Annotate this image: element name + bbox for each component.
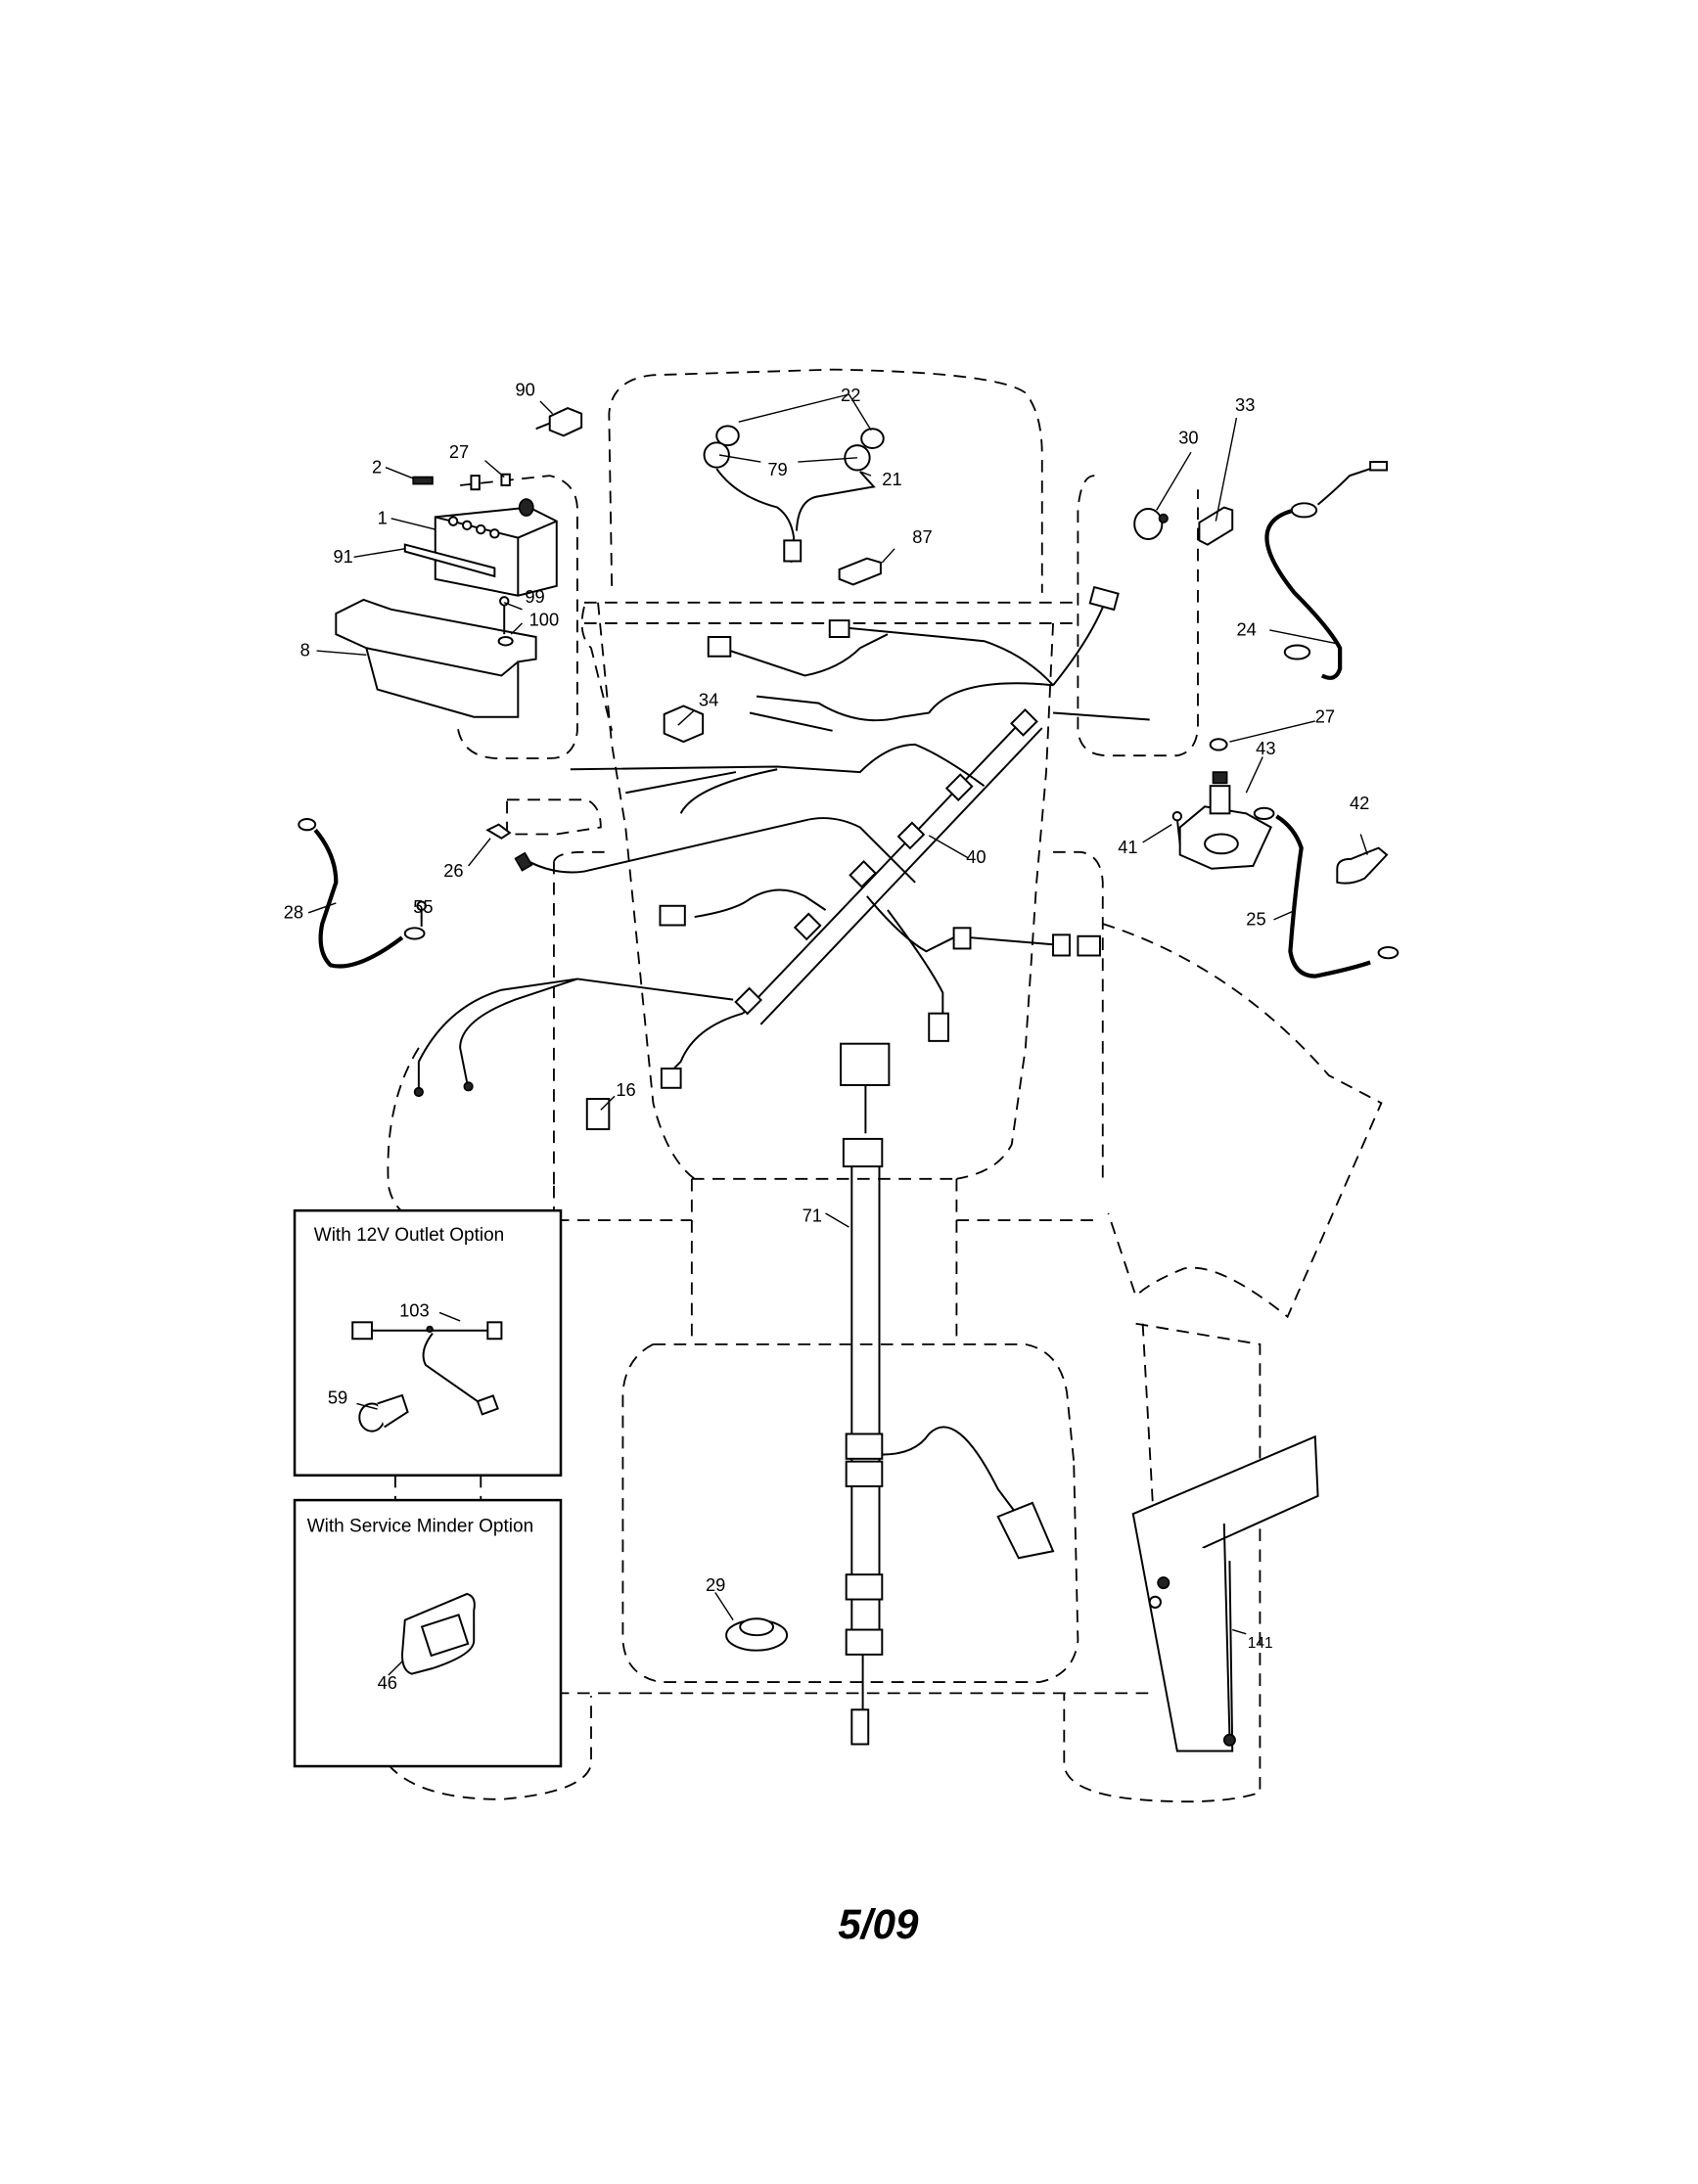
callout-labels: 2 27 1 91 99 100 8 90 22 79 21 87 30 33 … — [284, 379, 1370, 1693]
callout-16: 16 — [616, 1079, 635, 1100]
cable-25 — [1275, 814, 1371, 978]
callout-8: 8 — [300, 640, 310, 660]
callout-55: 55 — [413, 896, 433, 917]
callout-1: 1 — [378, 507, 388, 527]
callout-90: 90 — [516, 379, 535, 399]
callout-91: 91 — [334, 546, 353, 567]
callout-28: 28 — [284, 901, 303, 922]
leader-lines — [307, 393, 1368, 1676]
revision-date: 5/09 — [838, 1901, 919, 1947]
boot-42 — [1336, 846, 1389, 885]
main-harness-40 — [413, 585, 1150, 1131]
callout-42: 42 — [1350, 793, 1369, 813]
headlight-harness — [703, 425, 885, 586]
callout-59: 59 — [328, 1387, 347, 1407]
callout-25: 25 — [1246, 909, 1265, 930]
option-box-title: With Service Minder Option — [307, 1517, 533, 1537]
option-box-12v-outlet: With 12V Outlet Option — [293, 1208, 563, 1477]
option-box-service-minder: With Service Minder Option — [293, 1498, 563, 1768]
solenoid-group — [1171, 738, 1400, 978]
callout-26: 26 — [443, 860, 463, 881]
callout-29: 29 — [706, 1574, 725, 1595]
callout-2: 2 — [372, 456, 382, 477]
callout-141: 141 — [1248, 1635, 1273, 1652]
part-141-group — [1131, 1434, 1319, 1752]
fuse-holder-90 — [548, 407, 583, 437]
callout-79: 79 — [767, 459, 787, 479]
callout-21: 21 — [882, 469, 901, 489]
callout-27: 27 — [449, 441, 469, 462]
bolt-41 — [1175, 818, 1181, 844]
callout-40: 40 — [966, 846, 986, 867]
callout-41: 41 — [1118, 837, 1137, 857]
callout-71: 71 — [803, 1205, 822, 1225]
callout-87: 87 — [912, 526, 932, 547]
callout-100: 100 — [529, 610, 560, 630]
ignition-group — [1133, 461, 1389, 680]
callout-27-solenoid: 27 — [1315, 705, 1335, 726]
option-box-title: With 12V Outlet Option — [314, 1225, 504, 1246]
callout-33: 33 — [1235, 394, 1255, 415]
callout-46: 46 — [378, 1672, 397, 1693]
cable-28-group — [298, 818, 427, 969]
switch-87 — [838, 557, 882, 586]
callout-103: 103 — [399, 1300, 430, 1321]
callout-24: 24 — [1236, 619, 1256, 640]
cable-24 — [1264, 508, 1343, 680]
switch-16 — [585, 1098, 611, 1131]
callout-30: 30 — [1178, 428, 1198, 448]
relay-33 — [1198, 506, 1234, 546]
connector-26 — [485, 823, 512, 840]
callout-22: 22 — [841, 385, 860, 405]
battery-assembly — [335, 407, 583, 718]
callout-43: 43 — [1256, 738, 1275, 758]
switch-34 — [663, 705, 705, 744]
callout-34: 34 — [699, 689, 718, 709]
callout-99: 99 — [525, 586, 544, 607]
harness-71 — [725, 1042, 1055, 1746]
cable-28 — [313, 828, 404, 969]
